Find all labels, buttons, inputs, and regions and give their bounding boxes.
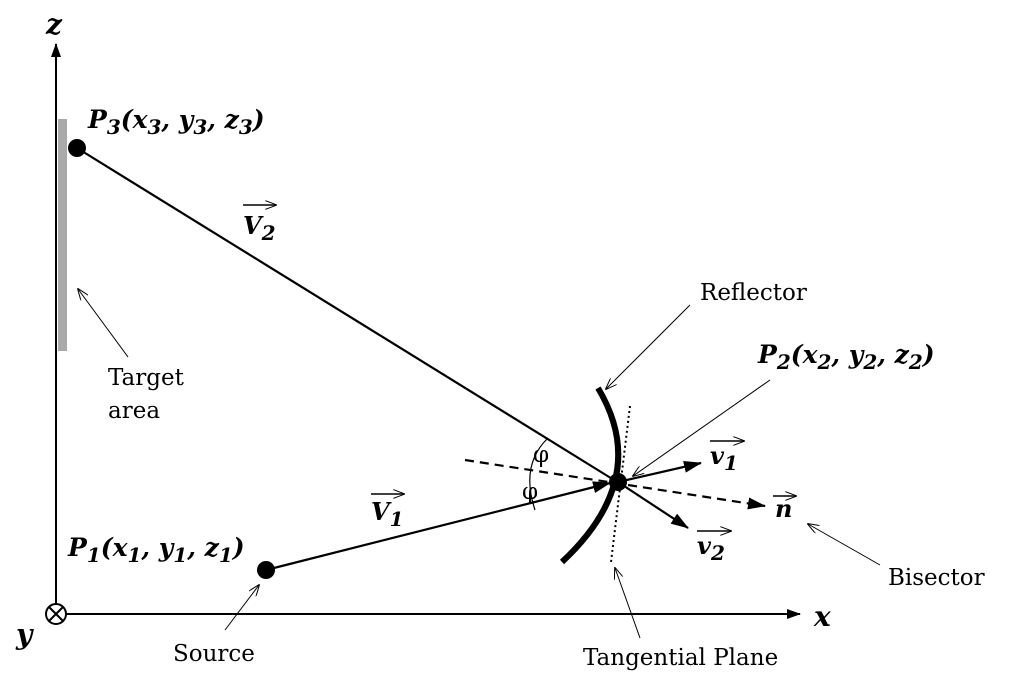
angle-arc bbox=[529, 437, 549, 511]
p2-callout bbox=[633, 379, 771, 476]
n-label-group: n bbox=[773, 494, 796, 523]
target-label-line2: area bbox=[108, 398, 160, 424]
point-p2 bbox=[609, 473, 627, 491]
v2-label-group: v2 bbox=[697, 531, 731, 565]
tangential-callout bbox=[615, 568, 641, 639]
bisector-label: Bisector bbox=[888, 565, 985, 591]
p2-label: P2(x2, y2, z2) bbox=[757, 340, 935, 374]
v1-label-group: v1 bbox=[710, 441, 744, 475]
vector-V2-line bbox=[76, 147, 615, 481]
V1-label-group: V1 bbox=[371, 494, 404, 531]
vector-v1-arrow bbox=[617, 460, 702, 484]
y-axis-into-page-icon bbox=[45, 603, 67, 625]
target-label-line1: Target bbox=[108, 365, 185, 391]
source-label: Source bbox=[173, 641, 255, 667]
bisector-callout bbox=[808, 524, 881, 566]
y-axis-label: y bbox=[15, 618, 34, 651]
angle-phi-lower: φ bbox=[522, 479, 538, 505]
v2-label: v2 bbox=[697, 531, 725, 565]
source-callout bbox=[224, 585, 259, 631]
z-axis-label: z bbox=[45, 8, 63, 41]
x-axis-label: x bbox=[813, 600, 831, 633]
V2-label: V2 bbox=[243, 211, 276, 245]
reflector-callout bbox=[606, 304, 691, 389]
tangential-plane-label: Tangential Plane bbox=[583, 645, 778, 671]
angle-phi-upper: φ bbox=[533, 442, 549, 468]
V2-label-group: V2 bbox=[243, 205, 276, 245]
reflector-label: Reflector bbox=[700, 280, 807, 306]
vector-v2-arrow bbox=[617, 481, 689, 529]
V1-label: V1 bbox=[371, 497, 404, 531]
target-area-bar bbox=[58, 119, 67, 351]
target-callout bbox=[78, 289, 129, 358]
n-label: n bbox=[775, 494, 792, 523]
tangential-plane-line bbox=[610, 405, 631, 563]
reflector-arc bbox=[559, 386, 622, 565]
vector-V1-line bbox=[265, 481, 611, 572]
v1-label: v1 bbox=[710, 441, 738, 475]
point-p1 bbox=[257, 561, 275, 579]
point-p3 bbox=[68, 139, 86, 157]
p1-label: P1(x1, y1, z1) bbox=[67, 533, 245, 567]
p3-label: P3(x3, y3, z3) bbox=[87, 105, 265, 139]
